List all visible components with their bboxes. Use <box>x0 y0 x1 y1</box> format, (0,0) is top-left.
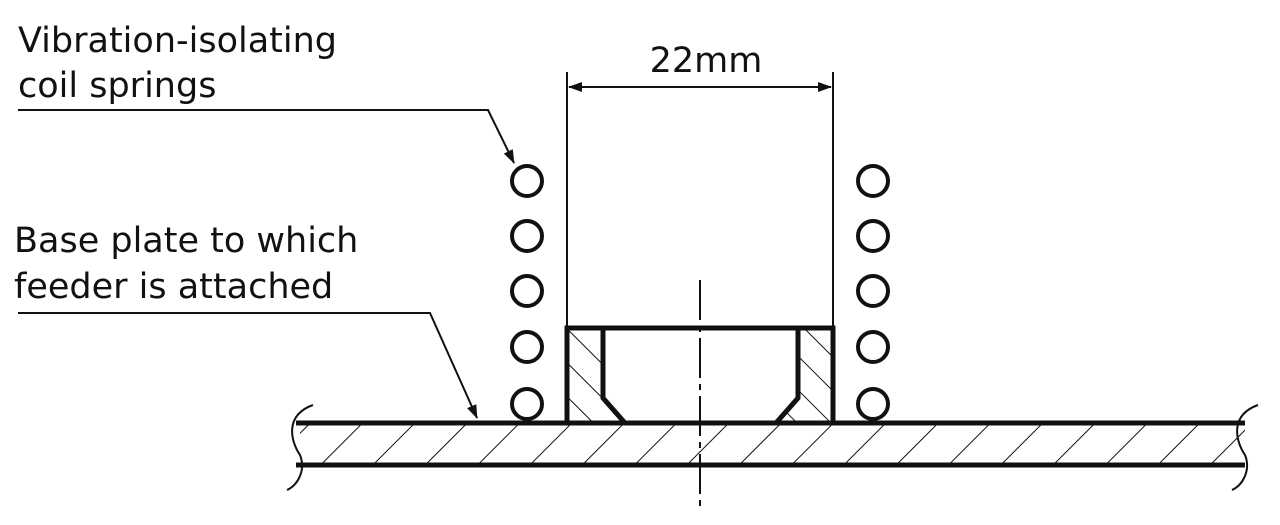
plate-leader <box>18 312 478 419</box>
spring-label-line1: Vibration-isolating <box>18 21 337 61</box>
spring-coil-right <box>856 330 890 364</box>
dimension-22mm <box>566 72 834 328</box>
spring-coil-left <box>510 330 544 364</box>
spring-coil-left <box>510 387 544 421</box>
spring-coil-right <box>856 164 890 198</box>
spring-leader <box>18 109 515 164</box>
plate-label-line2: feeder is attached <box>14 267 333 307</box>
spring-coil-left <box>510 219 544 253</box>
spring-coil-right <box>856 387 890 421</box>
spring-coil-right <box>856 219 890 253</box>
spring-coil-left <box>510 164 544 198</box>
spring-coil-right <box>856 274 890 308</box>
base-plate <box>286 404 1259 491</box>
dimension-label: 22mm <box>650 41 763 81</box>
spring-coil-left <box>510 274 544 308</box>
plate-label-line1: Base plate to which <box>14 221 358 261</box>
coil-springs <box>510 164 890 421</box>
spring-label-line2: coil springs <box>18 66 216 106</box>
